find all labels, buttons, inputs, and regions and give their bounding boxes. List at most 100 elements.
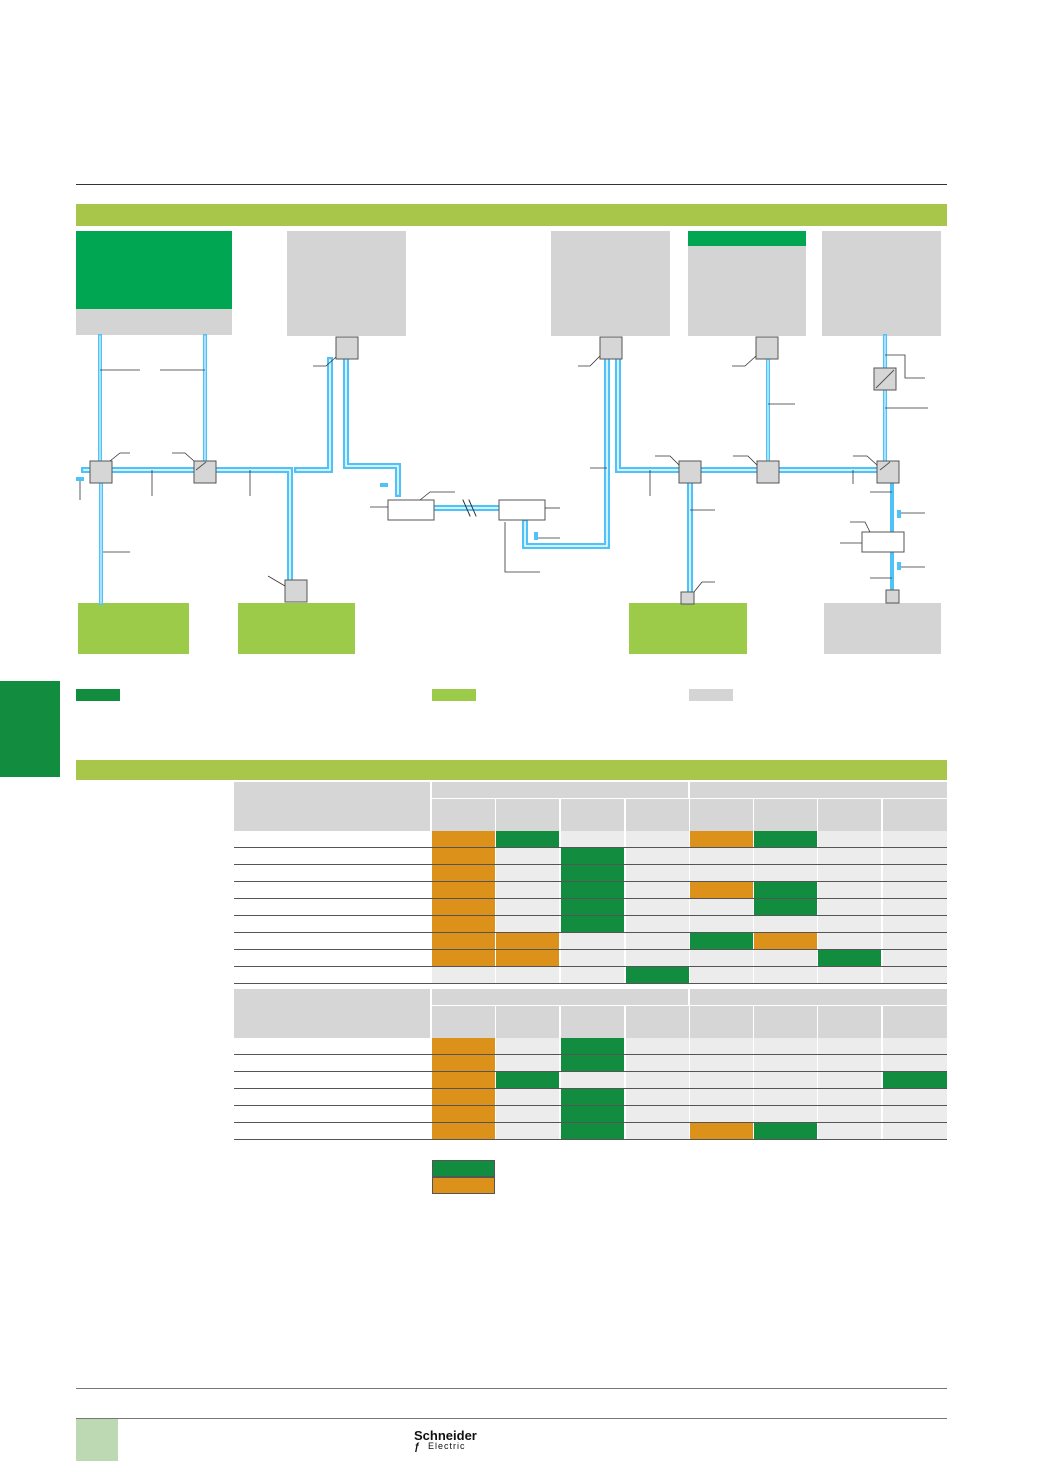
section2-cell	[818, 1038, 881, 1054]
section1-cell	[883, 933, 947, 949]
section1-cell	[690, 865, 753, 881]
section2-cell	[561, 1055, 624, 1071]
section1-cell	[432, 933, 495, 949]
section2-cell	[883, 1055, 947, 1071]
section1-cell	[690, 950, 753, 966]
section1-cell	[754, 916, 817, 932]
section2-header-group-2	[690, 989, 947, 1005]
section1-row-divider	[234, 966, 947, 967]
section1-cell	[754, 831, 817, 847]
section2-cell	[496, 1055, 559, 1071]
section2-cell	[432, 1089, 495, 1105]
section1-cell	[496, 899, 559, 915]
section2-cell	[561, 1038, 624, 1054]
section2-cell	[754, 1055, 817, 1071]
section1-cell	[496, 865, 559, 881]
section1-cell	[690, 967, 753, 983]
section1-cell	[432, 865, 495, 881]
section2-cell	[883, 1106, 947, 1122]
section1-cell	[818, 848, 881, 864]
top-rule	[76, 184, 947, 185]
section1-cell	[883, 882, 947, 898]
section2-cell	[432, 1072, 495, 1088]
section1-cell	[432, 882, 495, 898]
section2-header-col-4	[626, 1006, 689, 1038]
section1-header-col-8	[883, 799, 947, 831]
section1-row-divider	[234, 932, 947, 933]
section2-row-divider	[234, 1054, 947, 1055]
panel-top-4-header	[688, 231, 806, 246]
section2-cell	[496, 1106, 559, 1122]
section1-cell	[561, 848, 624, 864]
compatibility-table	[234, 782, 947, 1140]
legend-swatch-grey	[689, 689, 733, 701]
section1-cell	[754, 882, 817, 898]
section1-header-col-3	[561, 799, 624, 831]
section2-header-col-5	[690, 1006, 753, 1038]
section1-cell	[818, 831, 881, 847]
section2-cell	[561, 1072, 624, 1088]
section2-row-divider	[234, 1071, 947, 1072]
section1-cell	[496, 933, 559, 949]
section1-cell	[883, 967, 947, 983]
section2-cell	[626, 1106, 689, 1122]
panel-top-1-footer	[76, 309, 232, 335]
section-header-bar-table	[76, 760, 947, 780]
legend-swatch-dark-green	[76, 689, 120, 701]
section1-header-col-7	[818, 799, 881, 831]
section1-cell	[690, 831, 753, 847]
section1-header-group-1	[432, 782, 688, 798]
section2-cell	[626, 1089, 689, 1105]
section1-cell	[496, 882, 559, 898]
section1-header-col-5	[690, 799, 753, 831]
logo-name: Schneider	[414, 1428, 477, 1443]
section1-row-divider	[234, 898, 947, 899]
section2-cell	[754, 1072, 817, 1088]
section1-cell	[818, 967, 881, 983]
section2-row-divider	[234, 1088, 947, 1089]
section2-cell	[690, 1123, 753, 1139]
section1-cell	[561, 967, 624, 983]
section2-header-col-3	[561, 1006, 624, 1038]
section2-cell	[818, 1072, 881, 1088]
connector-boxes	[89, 336, 905, 605]
section1-cell	[883, 831, 947, 847]
section2-cell	[496, 1072, 559, 1088]
section1-cell	[883, 950, 947, 966]
section2-cell	[561, 1089, 624, 1105]
section1-cell	[432, 916, 495, 932]
section1-cell	[818, 882, 881, 898]
section2-cell	[883, 1123, 947, 1139]
section1-row-divider	[234, 949, 947, 950]
section2-header-col-8	[883, 1006, 947, 1038]
section1-cell	[432, 950, 495, 966]
section2-cell	[626, 1123, 689, 1139]
section2-cell	[818, 1123, 881, 1139]
section1-cell	[626, 899, 689, 915]
section1-cell	[432, 899, 495, 915]
section2-cell	[432, 1106, 495, 1122]
section2-cell	[818, 1055, 881, 1071]
section1-cell	[818, 950, 881, 966]
section1-header-col-6	[754, 799, 817, 831]
section1-cell	[818, 865, 881, 881]
section2-header-col-7	[818, 1006, 881, 1038]
section-header-bar-diagram	[76, 204, 947, 226]
section1-cell	[754, 899, 817, 915]
section2-row-divider	[234, 1105, 947, 1106]
section1-cell	[626, 916, 689, 932]
panel-top-1	[76, 231, 232, 309]
panel-bottom-4	[824, 603, 941, 654]
section1-header-col-4	[626, 799, 689, 831]
section2-header-col-1	[432, 1006, 495, 1038]
section1-row-divider	[234, 864, 947, 865]
section1-cell	[496, 831, 559, 847]
section1-cell	[561, 899, 624, 915]
section1-cell	[818, 899, 881, 915]
footer-rule-lower	[76, 1418, 947, 1419]
section1-cell	[754, 933, 817, 949]
section1-header-group-2	[690, 782, 947, 798]
section2-cell	[432, 1055, 495, 1071]
section1-cell	[626, 933, 689, 949]
section1-cell	[883, 865, 947, 881]
